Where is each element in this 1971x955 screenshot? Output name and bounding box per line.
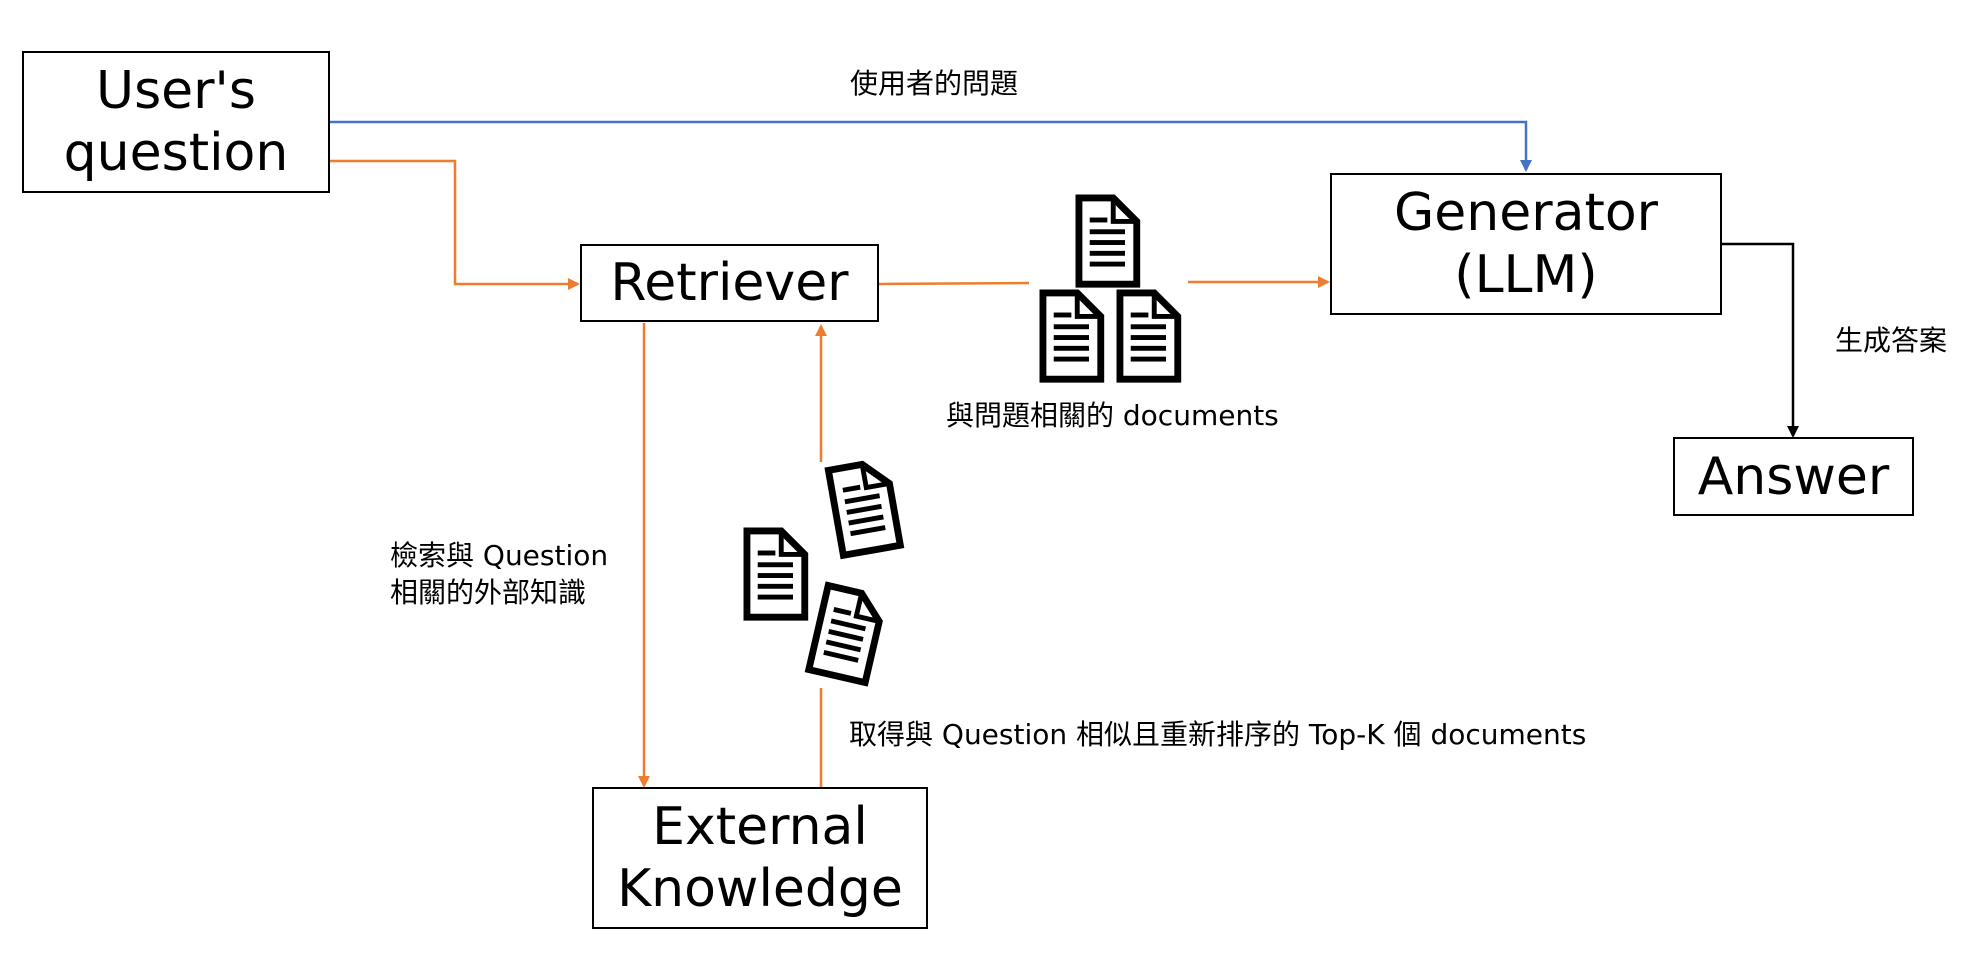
document-icon [747, 531, 805, 617]
label-generate-answer: 生成答案 [1835, 324, 1948, 357]
external-knowledge-line2: Knowledge [617, 859, 903, 919]
external-knowledge-line1: External [652, 797, 868, 857]
document-icon [809, 586, 885, 683]
label-user-question: 使用者的問題 [850, 67, 1019, 100]
users-question-line1: User's [96, 61, 256, 121]
document-icon [1043, 293, 1101, 379]
document-icon [1120, 293, 1178, 379]
answer-node: Answer [1673, 437, 1914, 516]
generator-line2: (LLM) [1454, 245, 1598, 305]
label-retrieve-line2: 相關的外部知識 [390, 576, 587, 609]
document-icon [828, 460, 900, 555]
edge-question-to-generator [330, 120, 1532, 172]
generator-node: Generator (LLM) [1330, 173, 1722, 315]
users-question-line2: question [63, 123, 289, 183]
external-knowledge-node: External Knowledge [592, 787, 928, 929]
edge-generator-to-answer [1720, 242, 1799, 438]
retriever-label: Retriever [610, 253, 849, 313]
generator-line1: Generator [1393, 183, 1659, 243]
edge-retriever-to-documents [878, 281, 1030, 286]
label-topk-documents: 取得與 Question 相似且重新排序的 Top-K 個 documents [849, 718, 1587, 751]
edge-question-to-retriever [330, 159, 580, 290]
answer-label: Answer [1697, 446, 1890, 507]
label-relevant-documents: 與問題相關的 documents [946, 399, 1279, 432]
label-retrieve-line1: 檢索與 Question [390, 539, 609, 572]
users-question-node: User's question [22, 51, 330, 193]
retriever-node: Retriever [580, 244, 879, 322]
document-icon [1079, 198, 1137, 284]
